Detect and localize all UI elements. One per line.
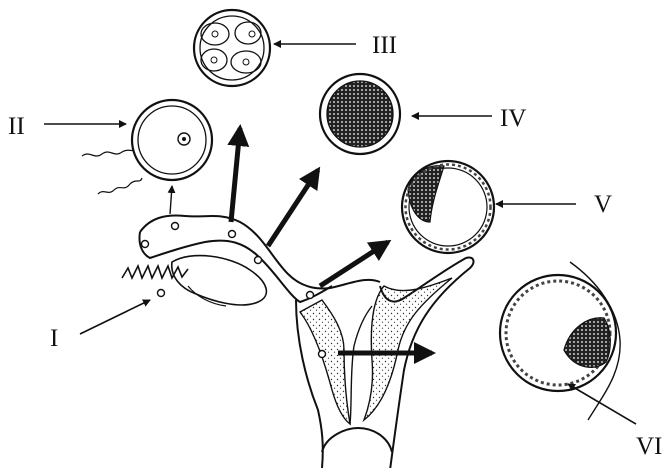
stage-ii-ovum [82,100,212,194]
stage-v-blastocyst [402,161,494,253]
arrow-to-iv [268,170,318,246]
label-i: I [50,325,58,352]
stage-iv-morula [320,74,400,154]
pointer-vi [568,384,636,424]
fimbriae [122,266,188,278]
label-iii: III [372,32,397,59]
pointer-i [80,300,150,334]
arrow-to-iii [231,128,240,222]
ovary [172,256,267,305]
label-vi: VI [636,433,662,460]
stage-vi-implanting-blastocyst [500,262,620,420]
reproductive-tract [122,216,473,468]
arrow-to-v [320,242,388,286]
cervix [322,428,392,452]
label-ii: II [8,113,25,140]
label-v: V [594,191,612,218]
label-iv: IV [500,105,526,132]
arrow-to-ii [170,186,172,214]
stage-iii-four-cell [194,10,270,86]
